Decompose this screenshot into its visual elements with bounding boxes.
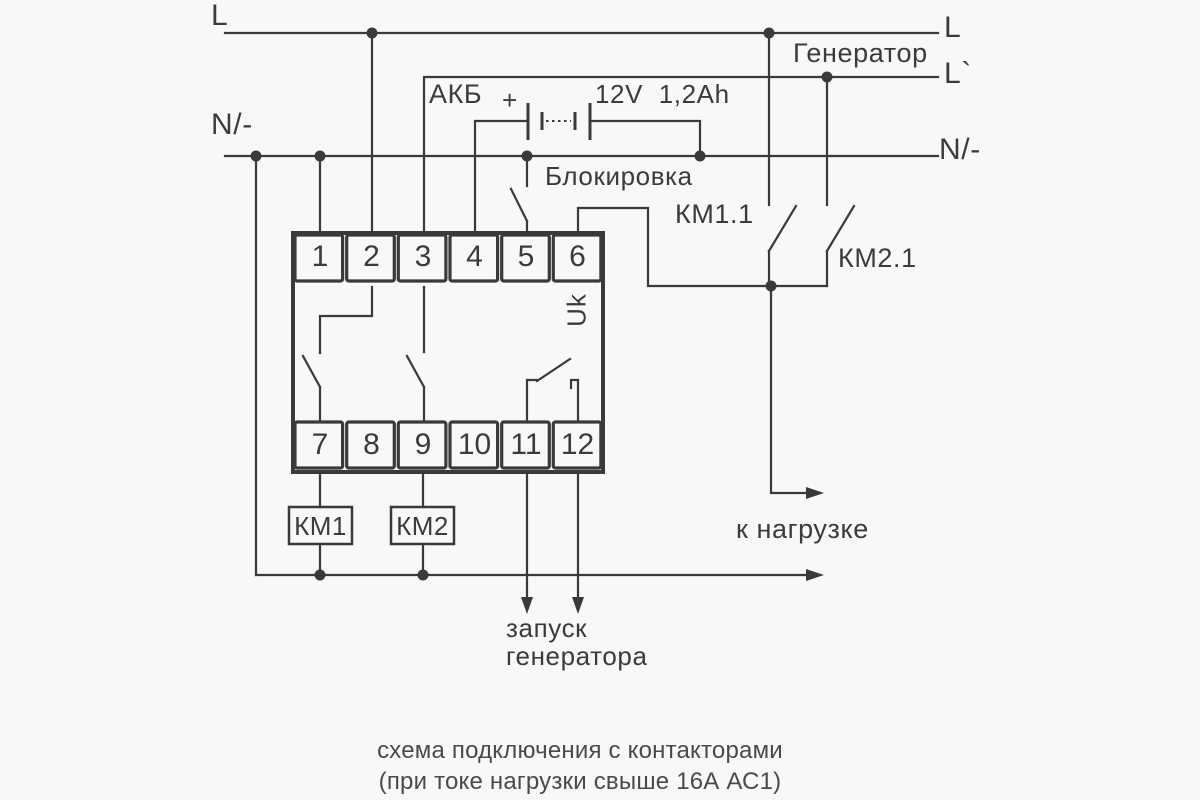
junction-dot xyxy=(417,569,429,581)
label-to-load: к нагрузке xyxy=(736,514,869,544)
terminal-number-7: 7 xyxy=(311,428,329,461)
wire-to-load xyxy=(769,284,809,495)
label-line-l-left: L xyxy=(211,0,229,32)
terminal-cell-5 xyxy=(500,233,551,283)
label-generator: Генератор xyxy=(793,38,928,68)
terminal-cell-9 xyxy=(396,420,448,470)
switch-3-9-blade xyxy=(405,354,426,389)
label-km21: КМ2.1 xyxy=(838,243,917,273)
caption-line2: (при токе нагрузки свыше 16А АС1) xyxy=(378,768,782,795)
terminal-cell-12 xyxy=(551,420,603,470)
terminal-cell-6 xyxy=(551,233,603,283)
km1-coil-box xyxy=(287,505,354,546)
terminal-cell-1 xyxy=(293,233,345,283)
label-line-l-right: L xyxy=(944,11,962,44)
terminal-cell-8 xyxy=(345,420,396,470)
terminal-cell-10 xyxy=(448,420,500,470)
label-line-n-right: N/- xyxy=(939,133,981,166)
terminal-number-8: 8 xyxy=(363,428,380,461)
junction-dot xyxy=(314,569,326,581)
junction-dot xyxy=(250,150,262,162)
switch-11-12-left-seat xyxy=(525,378,539,422)
terminal-cell-7 xyxy=(293,420,345,470)
junction-dot xyxy=(314,150,326,162)
junction-dot xyxy=(821,71,833,83)
km11-blade xyxy=(767,204,798,253)
junction-dot xyxy=(521,150,533,162)
terminal-number-5: 5 xyxy=(517,240,535,273)
terminal-cell-3 xyxy=(396,233,448,283)
label-uk: Uk xyxy=(561,293,592,327)
km2-coil-box xyxy=(389,505,456,546)
km21-blade xyxy=(825,204,856,253)
terminal-number-12: 12 xyxy=(560,428,595,461)
terminal-number-6: 6 xyxy=(569,240,586,273)
label-generator-start-line2: генератора xyxy=(506,641,648,671)
label-km2-coil: КМ2 xyxy=(396,511,449,541)
label-battery-akb: АКБ xyxy=(429,79,483,109)
wire-terminal6-bus xyxy=(576,206,829,288)
switch-2-7-fixed xyxy=(318,285,374,355)
blocking-switch-blade xyxy=(509,187,529,223)
label-line-n-left: N/- xyxy=(211,108,253,141)
junction-dot xyxy=(763,27,775,39)
device-outline xyxy=(291,231,605,474)
label-battery-rating: 12V 1,2Ah xyxy=(595,79,730,109)
junction-dot xyxy=(765,280,777,292)
wire-battery-left xyxy=(473,119,528,235)
junction-dot xyxy=(694,150,706,162)
switch-11-12-blade xyxy=(535,357,572,383)
terminal-cell-2 xyxy=(345,233,396,283)
terminal-number-10: 10 xyxy=(457,428,492,461)
label-km1-coil: КМ1 xyxy=(294,511,347,541)
wire-battery-right xyxy=(590,119,702,158)
switch-11-12-right-seat xyxy=(569,378,580,422)
label-battery-plus: + xyxy=(502,85,518,115)
arrow-down-terminal12-icon xyxy=(572,597,584,614)
terminal-cell-4 xyxy=(448,233,500,283)
caption-line1: схема подключения с контакторами xyxy=(377,737,783,764)
terminal-number-1: 1 xyxy=(311,240,329,273)
terminal-number-2: 2 xyxy=(363,240,380,273)
arrow-right-to-load-icon xyxy=(806,487,824,499)
label-line-l-prime-right: L` xyxy=(944,57,972,90)
junction-dot xyxy=(366,27,378,39)
label-blocking: Блокировка xyxy=(545,161,693,191)
terminal-number-3: 3 xyxy=(414,240,432,273)
label-km11: КМ1.1 xyxy=(675,199,754,229)
terminal-number-9: 9 xyxy=(414,428,432,461)
arrow-down-terminal11-icon xyxy=(521,597,533,614)
terminal-number-11: 11 xyxy=(510,428,542,461)
terminal-number-4: 4 xyxy=(466,240,483,273)
terminal-cell-11 xyxy=(500,420,551,470)
wire-line-l-prime xyxy=(422,75,940,235)
switch-2-7-blade xyxy=(301,354,322,389)
arrow-right-bottom-icon xyxy=(806,569,824,581)
label-generator-start-line1: запуск xyxy=(506,613,588,643)
